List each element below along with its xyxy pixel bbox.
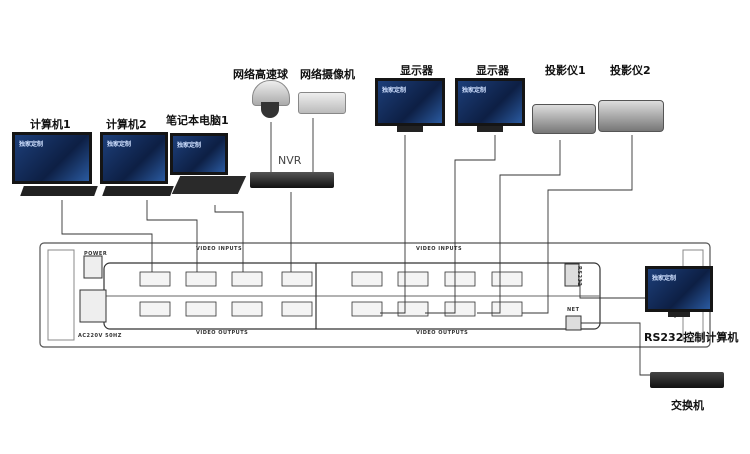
video-outputs-label-left: VIDEO OUTPUTS xyxy=(196,330,249,336)
wire-laptop xyxy=(214,205,244,272)
video-inputs-label-right: VIDEO INPUTS xyxy=(416,246,463,252)
projector1 xyxy=(532,104,596,134)
display2-stand xyxy=(477,126,503,132)
label-speed-dome: 网络高速球 xyxy=(233,68,288,81)
dvi-input-port-4 xyxy=(281,271,313,287)
speed-dome-lens xyxy=(261,102,279,118)
dvi-input-port-8 xyxy=(491,271,523,287)
rs232-port xyxy=(564,263,580,287)
wire-projector1 xyxy=(477,140,561,314)
dvi-ports xyxy=(139,271,523,317)
wire-pc1 xyxy=(61,200,153,272)
dvi-output-port-3 xyxy=(231,301,263,317)
video-inputs-label-left: VIDEO INPUTS xyxy=(196,246,243,252)
dvi-output-port-7 xyxy=(444,301,476,317)
laptop-screen: 独家定制 xyxy=(170,133,228,175)
label-switch: 交换机 xyxy=(671,399,704,412)
network-switch xyxy=(650,372,724,388)
wire-display2 xyxy=(425,135,496,314)
control-pc-monitor: 独家定制 xyxy=(645,266,713,312)
dvi-output-port-2 xyxy=(185,301,217,317)
wire-pc2 xyxy=(146,200,198,272)
dvi-output-port-8 xyxy=(491,301,523,317)
dvi-output-port-1 xyxy=(139,301,171,317)
label-display1: 显示器 xyxy=(400,64,433,77)
dvi-output-port-6 xyxy=(397,301,429,317)
dvi-output-port-5 xyxy=(351,301,383,317)
display2-monitor: 独家定制 xyxy=(455,78,525,126)
label-display2: 显示器 xyxy=(476,64,509,77)
power-label: POWER xyxy=(84,251,108,257)
wire-net xyxy=(581,322,650,376)
ip-camera xyxy=(298,92,346,114)
power-switch xyxy=(83,255,103,279)
nvr-device xyxy=(250,172,334,188)
video-outputs-label-right: VIDEO OUTPUTS xyxy=(416,330,469,336)
label-control-pc: RS232控制计算机 xyxy=(644,331,739,344)
dvi-input-port-1 xyxy=(139,271,171,287)
pc1-keyboard xyxy=(20,186,98,196)
pc2-monitor: 独家定制 xyxy=(100,132,168,184)
rs232-label: RS232 xyxy=(576,266,582,287)
net-label: NET xyxy=(567,307,580,313)
label-pc2: 计算机2 xyxy=(106,118,147,131)
label-projector2: 投影仪2 xyxy=(610,64,651,77)
label-nvr: NVR xyxy=(278,154,302,167)
net-port xyxy=(565,315,582,331)
label-laptop1: 笔记本电脑1 xyxy=(166,114,229,127)
label-ip-camera: 网络摄像机 xyxy=(300,68,355,81)
display1-monitor: 独家定制 xyxy=(375,78,445,126)
dvi-input-port-5 xyxy=(351,271,383,287)
ac-socket xyxy=(79,289,107,323)
laptop-base xyxy=(171,176,247,194)
pc1-monitor: 独家定制 xyxy=(12,132,92,184)
rack-ear-left xyxy=(47,249,75,341)
wire-display1 xyxy=(380,135,406,314)
control-pc-stand xyxy=(668,312,690,317)
dvi-input-port-6 xyxy=(397,271,429,287)
ac-label: AC220V 50HZ xyxy=(78,333,122,339)
dvi-input-port-2 xyxy=(185,271,217,287)
speed-dome-camera xyxy=(252,80,290,106)
dvi-input-port-3 xyxy=(231,271,263,287)
label-pc1: 计算机1 xyxy=(30,118,71,131)
dvi-output-port-4 xyxy=(281,301,313,317)
label-projector1: 投影仪1 xyxy=(545,64,586,77)
pc2-keyboard xyxy=(102,186,174,196)
wire-projector2 xyxy=(522,135,633,314)
dvi-input-port-7 xyxy=(444,271,476,287)
projector2 xyxy=(598,100,664,132)
matrix-chassis xyxy=(39,242,711,348)
display1-stand xyxy=(397,126,423,132)
